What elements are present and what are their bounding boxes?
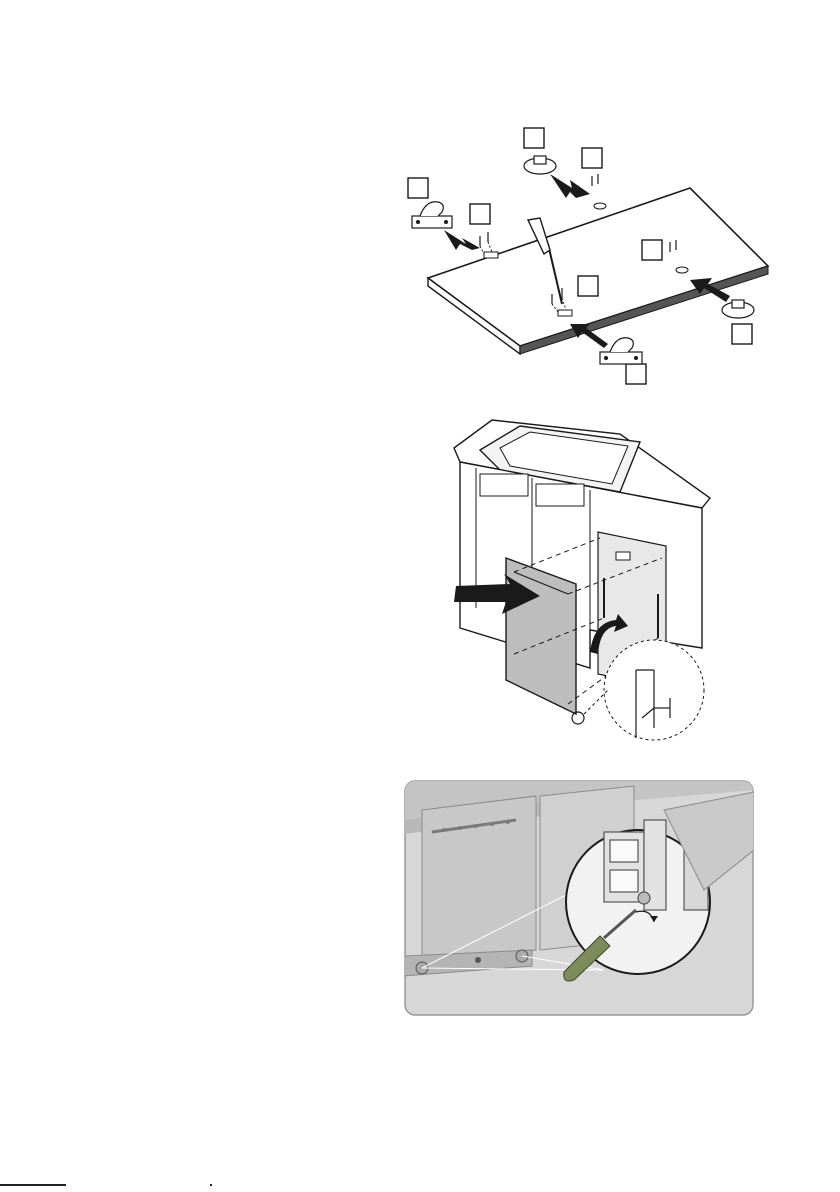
callout-box-1 [408,178,428,198]
footer-mark [210,1184,212,1186]
footer-rule [0,1184,66,1186]
door-panel-drawing [440,418,730,750]
callout-box-3 [524,128,544,148]
figure-door-adjust-screwdriver [404,780,754,1016]
arrow-icon [550,174,590,198]
figure-mounting-brackets [400,118,770,398]
mounting-brackets-drawing [400,118,770,398]
foot-icon [524,156,556,174]
callout-box-2 [470,204,490,224]
callout-box-6 [578,276,598,296]
figure-door-panel-attach [440,418,730,750]
foot-icon [722,300,754,318]
callout-box-8 [626,364,646,384]
bracket-icon [412,202,452,228]
callout-box-5 [642,240,662,260]
bracket-icon [600,338,642,364]
callout-box-7 [732,324,752,344]
door-adjust-drawing [404,780,754,1016]
callout-box-4 [582,148,602,168]
door-panel [506,558,576,714]
arrow-icon [444,230,480,250]
